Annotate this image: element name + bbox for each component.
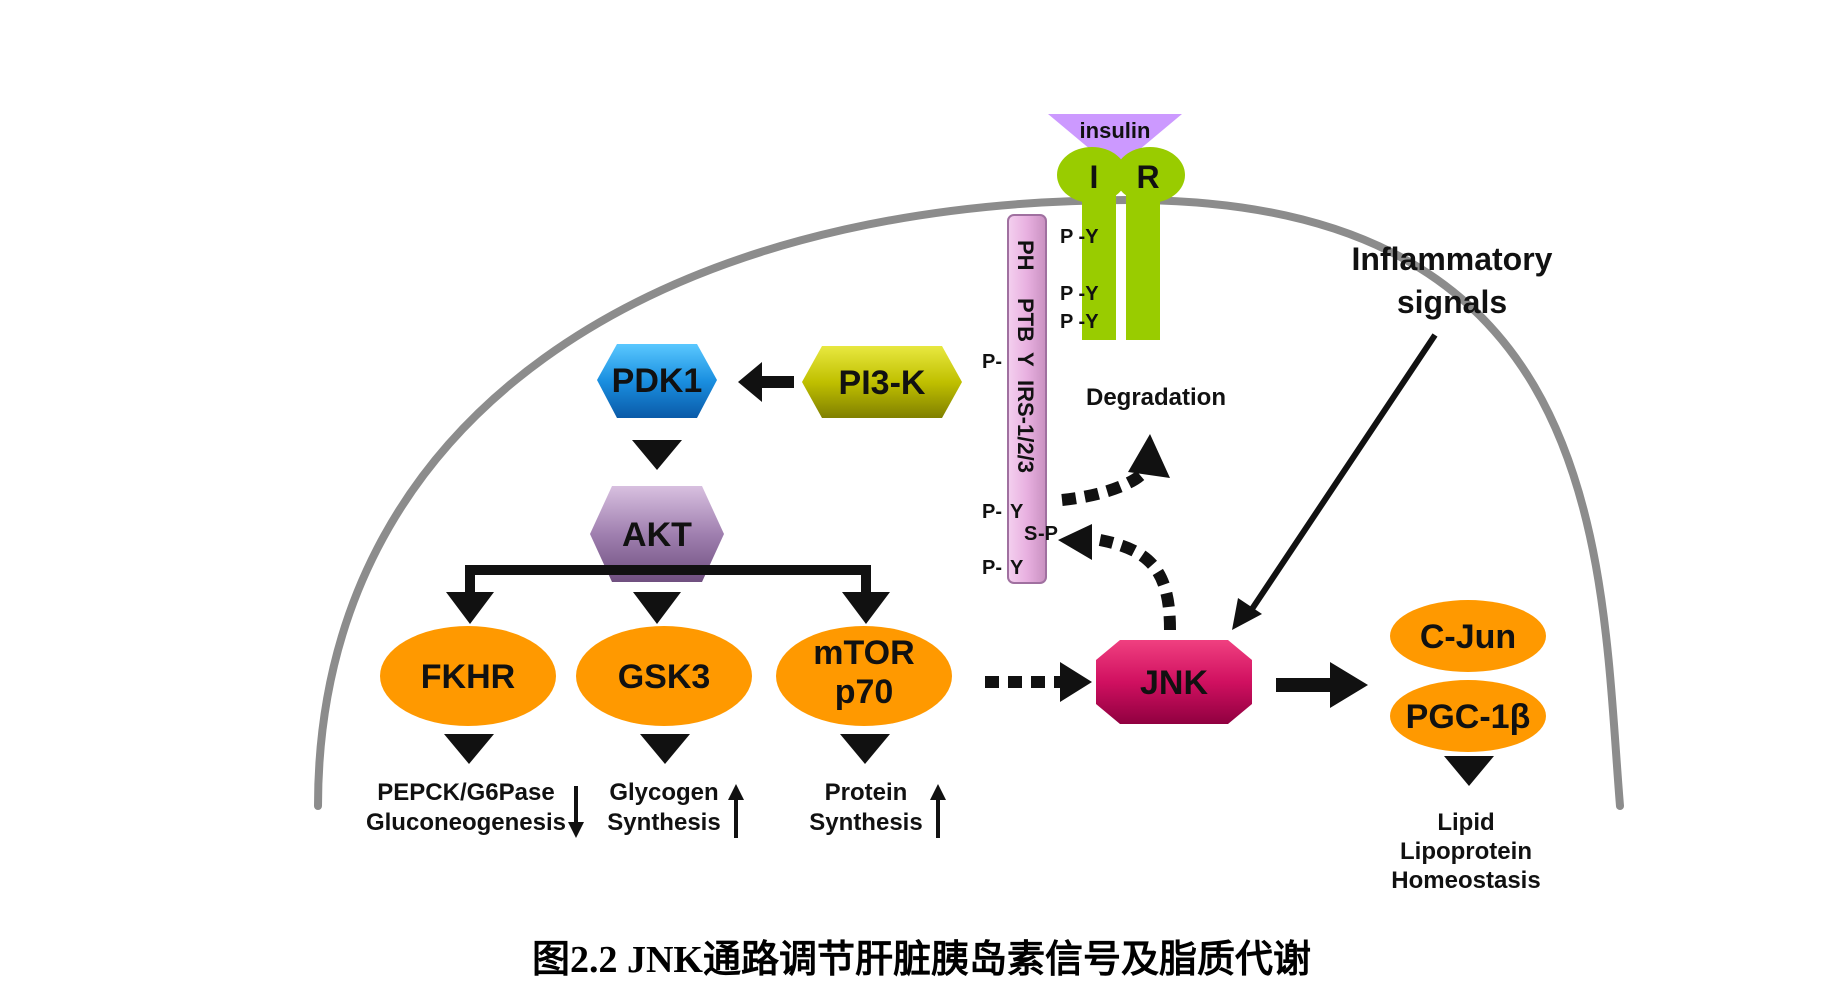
fkhr-outcome-2: Gluconeogenesis — [366, 809, 566, 836]
insulin-receptor — [1057, 147, 1185, 340]
pgc-label: PGC-1β — [1406, 698, 1531, 736]
jnk-node — [1096, 640, 1252, 724]
inflammatory-label-1: Inflammatory — [1352, 241, 1553, 277]
cjun-label: C-Jun — [1420, 618, 1516, 656]
jnk-to-targets-arrowhead — [1330, 662, 1368, 708]
irs-domain-ptb: PTB — [1013, 298, 1038, 342]
irs-p-label-1: P- — [982, 351, 1002, 373]
insulin-label: insulin — [1080, 118, 1151, 143]
degradation-label: Degradation — [1086, 384, 1226, 411]
receptor-py-3: P -Y — [1060, 311, 1099, 333]
jnk-to-irs-dashed-arrow — [1098, 534, 1176, 631]
jnk-label: JNK — [1140, 664, 1208, 702]
akt-to-gsk3-arrow — [633, 592, 681, 624]
insulin-ligand — [1048, 114, 1182, 170]
irs-domain-y: Y — [1013, 352, 1038, 367]
irs-p-label-3: P- — [982, 557, 1002, 579]
fkhr-output-triangle — [444, 734, 494, 764]
akt-node — [590, 486, 724, 582]
pi3k-to-pdk1-arrowhead — [738, 362, 762, 402]
pdk1-node — [597, 344, 717, 418]
mtor-outcome-2: Synthesis — [809, 809, 922, 836]
mtor-label-2: p70 — [835, 673, 894, 711]
gsk3-outcome-2: Synthesis — [607, 809, 720, 836]
cjun-node — [1390, 600, 1546, 672]
mtor-up-arrowhead — [930, 784, 946, 800]
jnk-to-targets-arrow-shaft — [1276, 678, 1334, 692]
pdk1-to-akt-triangle — [632, 440, 682, 470]
irs-y-label-1: Y — [1010, 501, 1024, 523]
gsk3-node — [576, 626, 752, 726]
jnk-to-irs-arrowhead — [1058, 524, 1092, 560]
irs-domain-ph: PH — [1013, 240, 1038, 271]
fkhr-down-arrowhead — [568, 822, 584, 838]
pgc-output-triangle — [1444, 756, 1494, 786]
pi3k-node — [802, 346, 962, 418]
irs-p-label-2: P- — [982, 501, 1002, 523]
receptor-py-1: P -Y — [1060, 226, 1099, 248]
akt-label: AKT — [622, 516, 692, 554]
gsk3-outcome-1: Glycogen — [609, 779, 718, 806]
mtor-outcome-1: Protein — [825, 779, 908, 806]
lipid-outcome-2: Lipoprotein — [1400, 838, 1532, 865]
fkhr-label: FKHR — [421, 658, 515, 696]
figure-caption: 图2.2 JNK通路调节肝脏胰岛素信号及脂质代谢 — [531, 939, 1311, 981]
lipid-outcome-1: Lipid — [1437, 809, 1494, 836]
receptor-py-2: P -Y — [1060, 283, 1099, 305]
pgc-node — [1390, 680, 1546, 752]
pdk1-label: PDK1 — [612, 362, 703, 400]
akt-to-fkhr-arrow — [446, 592, 494, 624]
inflammatory-arrow-line — [1245, 333, 1438, 617]
irs-bar — [1007, 214, 1047, 584]
receptor-label-i: I — [1090, 159, 1099, 195]
mtor-node — [776, 626, 952, 726]
fkhr-node — [380, 626, 556, 726]
gsk3-output-triangle — [640, 734, 690, 764]
degradation-dashed-arrow — [1061, 466, 1151, 506]
mtor-to-jnk-arrowhead — [1060, 662, 1092, 702]
pi3k-to-pdk1-arrow-shaft — [758, 376, 794, 388]
fkhr-outcome-1: PEPCK/G6Pase — [377, 779, 554, 806]
pi3k-label: PI3-K — [839, 364, 926, 402]
receptor-label-r: R — [1136, 159, 1159, 195]
akt-branch-connector — [465, 565, 871, 594]
irs-domain-irs: IRS-1/2/3 — [1013, 380, 1038, 473]
inflammatory-arrowhead — [1232, 598, 1262, 630]
akt-to-mtor-arrow — [842, 592, 890, 624]
lipid-outcome-3: Homeostasis — [1391, 867, 1540, 894]
mtor-label-1: mTOR — [813, 634, 914, 672]
irs-y-label-2: Y — [1010, 557, 1024, 579]
gsk3-up-arrowhead — [728, 784, 744, 800]
degradation-arrowhead — [1128, 434, 1170, 478]
mtor-output-triangle — [840, 734, 890, 764]
inflammatory-label-2: signals — [1397, 284, 1507, 320]
irs-ser-p: -P — [1038, 523, 1058, 545]
gsk3-label: GSK3 — [618, 658, 711, 696]
irs-ser-label: S — [1024, 523, 1037, 545]
